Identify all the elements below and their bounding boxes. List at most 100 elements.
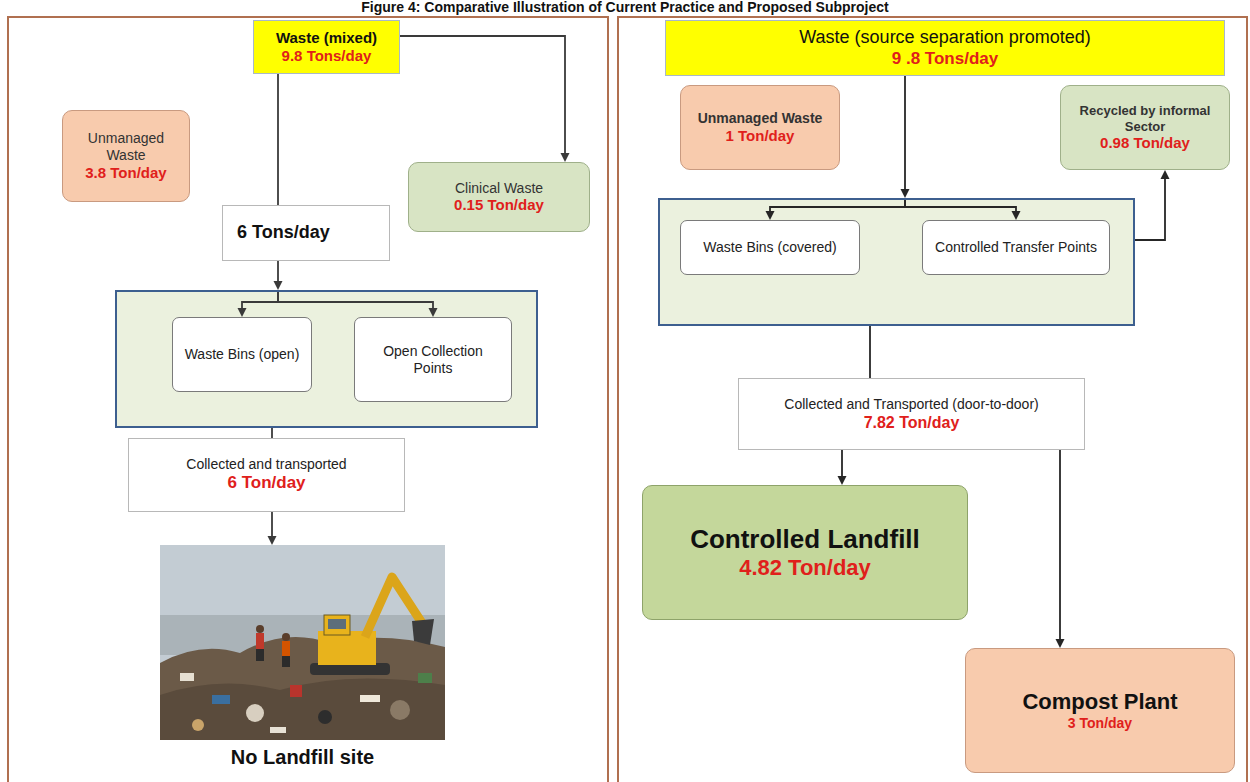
connector-line [1059, 450, 1061, 639]
flow-line [278, 74, 279, 205]
band-ground [658, 198, 1135, 326]
debris [290, 685, 302, 697]
quantity-box: 6 Tons/day [222, 205, 390, 261]
arrow-head [766, 211, 775, 220]
figure-title: Figure 4: Comparative Illustration of Cu… [0, 0, 1250, 15]
box-label: Clinical Waste [455, 180, 543, 197]
arrow-head [274, 281, 283, 290]
collection-band: Waste Bins (covered) Controlled Transfer … [658, 198, 1135, 326]
connector-line [904, 76, 906, 189]
box-label: Compost Plant [1022, 689, 1177, 715]
clinical-box: Clinical Waste0.15 Ton/day [408, 162, 590, 232]
flow-arrow [1056, 450, 1065, 648]
box-label: Controlled Landfill [690, 524, 920, 555]
arrow-head [838, 476, 847, 485]
debris [192, 719, 204, 731]
worker [282, 656, 290, 667]
unmanaged-box: Unmanaged Waste3.8 Ton/day [62, 110, 190, 202]
arrow-head [901, 189, 910, 198]
box-label: Collected and Transported (door-to-door) [784, 396, 1038, 413]
bin-box: Waste Bins (covered) [680, 220, 860, 275]
flow-arrow [838, 450, 847, 485]
flow-line [272, 428, 273, 438]
debris [246, 704, 264, 722]
waste-source-box: Waste (source separation promoted)9 .8 T… [665, 20, 1225, 76]
waste-pile [160, 637, 445, 740]
panel-frame [618, 17, 1247, 782]
flow-arrow [278, 290, 438, 317]
arrow-head [1012, 211, 1021, 220]
landfill-photo-box: No Landfill site [160, 545, 445, 773]
compost-box: Compost Plant3 Ton/day [965, 648, 1235, 773]
transport-box: Collected and transported6 Ton/day [128, 438, 405, 512]
quantity-label: 3.8 Ton/day [85, 164, 166, 182]
waste-source-box: Waste (mixed)9.8 Tons/day [253, 20, 400, 74]
box-label: Open Collection Points [363, 343, 503, 377]
flow-arrow [1135, 170, 1170, 240]
box-label: Unmanaged Waste [71, 130, 181, 164]
flow-arrow [238, 290, 279, 317]
flow-arrow [274, 261, 283, 290]
arrow-head [429, 308, 438, 317]
worker [282, 633, 290, 641]
connector-line [277, 74, 279, 205]
quantity-label: 9.8 Tons/day [282, 47, 372, 65]
arrow-head [238, 308, 247, 317]
band-ground [115, 290, 538, 428]
transport-box: Collected and Transported (door-to-door)… [738, 378, 1085, 450]
arrow-head [561, 153, 570, 162]
unmanaged-box: Unmanaged Waste1 Ton/day [680, 85, 840, 170]
connector-line [841, 450, 843, 476]
box-label: Waste Bins (covered) [703, 239, 836, 256]
debris [270, 727, 286, 733]
quantity-label: 0.98 Ton/day [1100, 134, 1190, 152]
flow-arrow [766, 198, 906, 220]
arrow-head [1161, 170, 1170, 179]
box-label: Waste Bins (open) [185, 346, 300, 363]
connector-line [278, 290, 433, 308]
flow-arrow [905, 198, 1021, 220]
landfill-box: Controlled Landfill4.82 Ton/day [642, 485, 968, 620]
worker [256, 649, 264, 661]
connector-line [242, 290, 278, 308]
landfill-photo [160, 545, 445, 740]
quantity-label: 3 Ton/day [1068, 715, 1132, 732]
collection-point-box: Open Collection Points [354, 317, 512, 402]
quantity-label: 1 Ton/day [726, 127, 795, 145]
arrow-head [1056, 639, 1065, 648]
box-label: No Landfill site [231, 745, 374, 769]
box-label: Recycled by informal Sector [1069, 103, 1221, 134]
quantity-label: 4.82 Ton/day [739, 555, 871, 581]
arrow-head [268, 536, 277, 545]
connector-line [400, 36, 565, 153]
collection-band: Waste Bins (open) Open Collection Points [115, 290, 538, 428]
excavator-cab [324, 615, 350, 635]
excavator-bucket [412, 619, 434, 645]
box-label: Controlled Transfer Points [935, 239, 1097, 256]
worker [256, 625, 264, 633]
worker [256, 633, 264, 649]
transfer-point-box: Controlled Transfer Points [922, 220, 1110, 275]
debris [418, 673, 432, 683]
quantity-label: 0.15 Ton/day [454, 196, 544, 214]
panel-frame [8, 17, 608, 782]
debris [360, 695, 380, 702]
photo-sky [160, 545, 445, 740]
worker [282, 641, 290, 656]
flow-arrow [901, 76, 910, 198]
quantity-label: 9 .8 Tons/day [892, 49, 998, 69]
recycling-box: Recycled by informal Sector0.98 Ton/day [1060, 85, 1230, 170]
debris [212, 695, 230, 704]
connector-line [277, 261, 279, 281]
waste-pile [160, 679, 445, 740]
box-label: Waste (mixed) [276, 29, 377, 47]
connector-line [271, 428, 273, 438]
quantity-label: 6 Ton/day [227, 473, 305, 493]
quantity-label: 7.82 Ton/day [864, 413, 960, 432]
debris [390, 700, 410, 720]
debris [318, 710, 332, 724]
box-label: 6 Tons/day [237, 222, 330, 244]
box-label: Waste (source separation promoted) [799, 27, 1090, 49]
connector-line [271, 512, 273, 536]
debris [180, 673, 194, 681]
